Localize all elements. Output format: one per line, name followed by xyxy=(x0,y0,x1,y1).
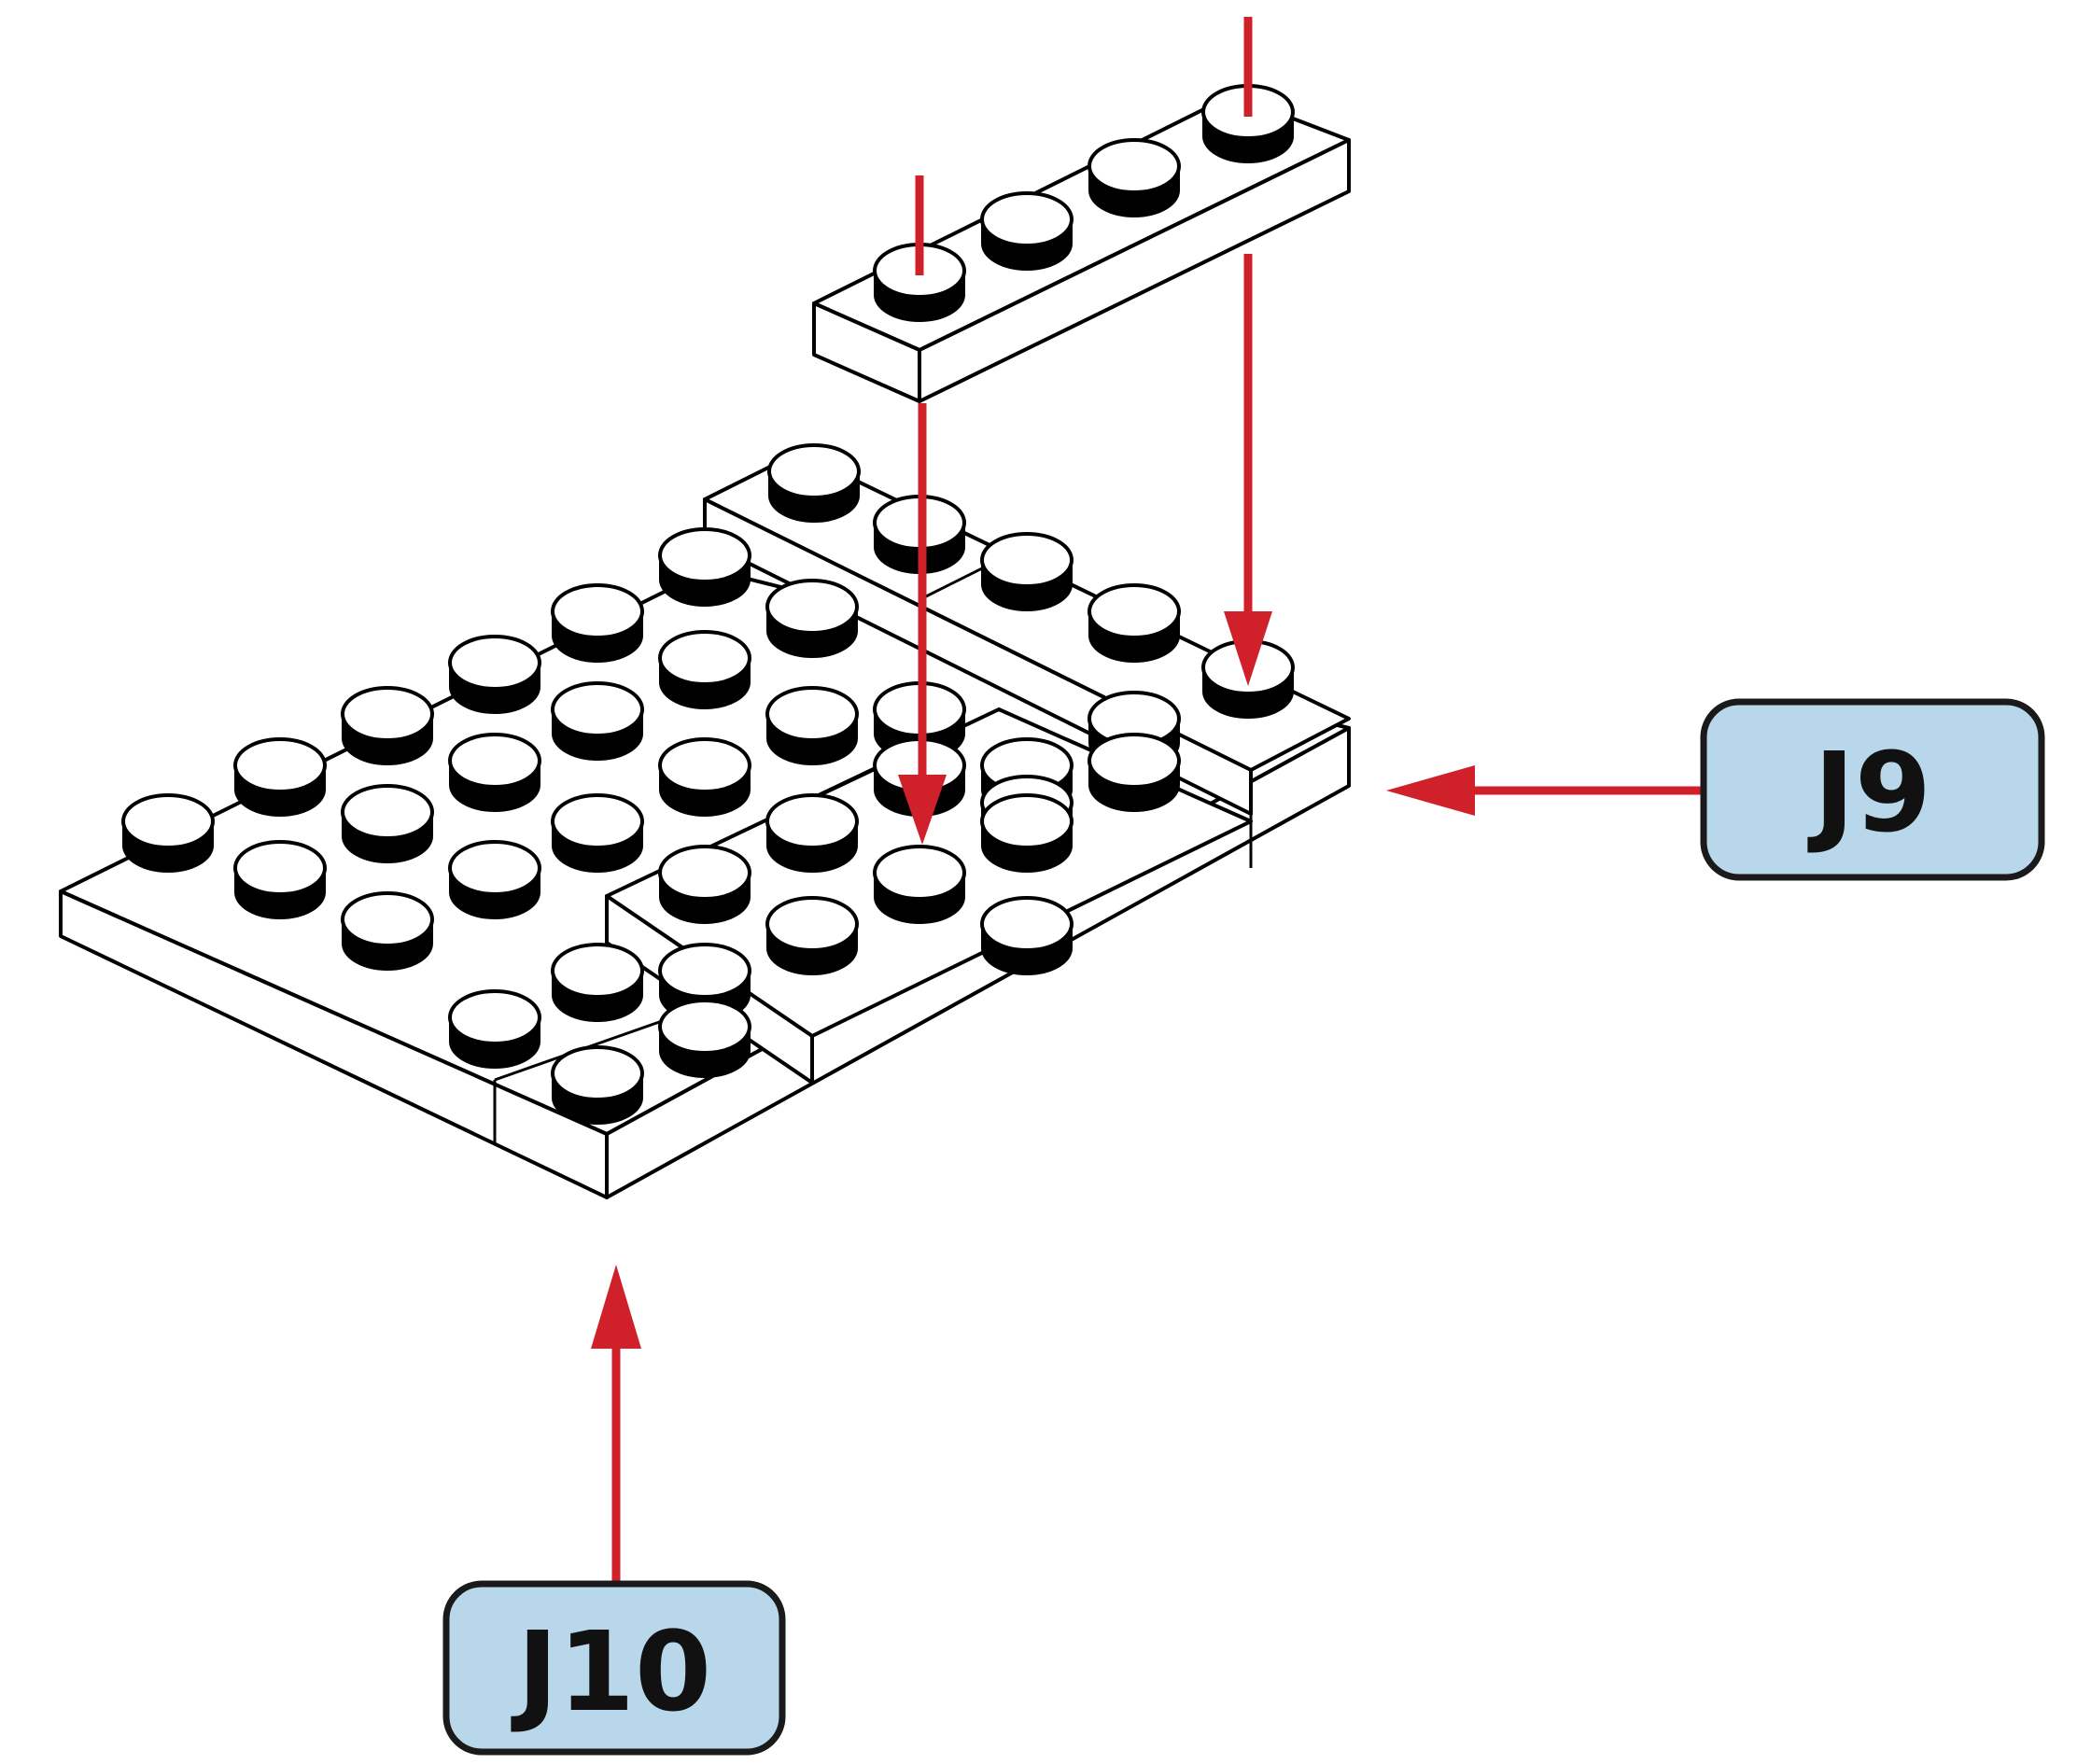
stud-icon xyxy=(1088,733,1181,812)
stud-icon xyxy=(765,896,859,975)
stud-icon xyxy=(980,793,1074,873)
stud-icon xyxy=(551,943,644,1022)
stud-icon xyxy=(980,191,1074,271)
stud-icon xyxy=(980,896,1074,975)
stud-icon xyxy=(873,845,966,924)
stud-icon xyxy=(448,989,541,1069)
stud-icon xyxy=(233,737,327,817)
label-j10-text: J10 xyxy=(511,1607,711,1736)
stud-icon xyxy=(551,583,644,663)
stud-icon xyxy=(341,686,434,765)
stud-icon xyxy=(233,840,327,919)
stud-icon xyxy=(551,793,644,873)
stud-icon xyxy=(765,793,859,873)
stud-icon xyxy=(767,443,861,523)
arrow-up-icon xyxy=(591,1265,641,1349)
studs-layer xyxy=(121,443,1295,1125)
stud-icon xyxy=(658,737,751,817)
label-j10-box xyxy=(442,1580,786,1756)
stud-icon xyxy=(765,686,859,765)
label-j9-box xyxy=(1700,698,2045,881)
stud-icon xyxy=(551,681,644,761)
label-j10: J10 xyxy=(442,1580,786,1756)
label-j9: J9 xyxy=(1700,698,2045,881)
label-j9-text: J9 xyxy=(1807,728,1931,857)
stud-icon xyxy=(341,784,434,863)
stud-icon xyxy=(658,999,751,1078)
stud-icon xyxy=(1088,583,1181,663)
stud-icon xyxy=(658,845,751,924)
stud-icon xyxy=(448,635,541,714)
stud-icon xyxy=(551,1045,644,1125)
stud-icon xyxy=(658,527,751,607)
stud-icon xyxy=(980,532,1074,611)
arrow-down-icon xyxy=(1224,611,1272,686)
stud-icon xyxy=(658,630,751,709)
stud-icon xyxy=(1088,138,1181,217)
arrow-left-icon xyxy=(1386,765,1475,816)
stud-icon xyxy=(765,579,859,658)
stud-icon xyxy=(448,840,541,919)
placement-arrows xyxy=(591,17,1708,1582)
floating-plate-side xyxy=(918,138,1351,403)
stud-icon xyxy=(448,733,541,812)
stud-icon xyxy=(341,891,434,971)
arrow-down-icon xyxy=(898,775,947,845)
stud-icon xyxy=(121,793,215,873)
